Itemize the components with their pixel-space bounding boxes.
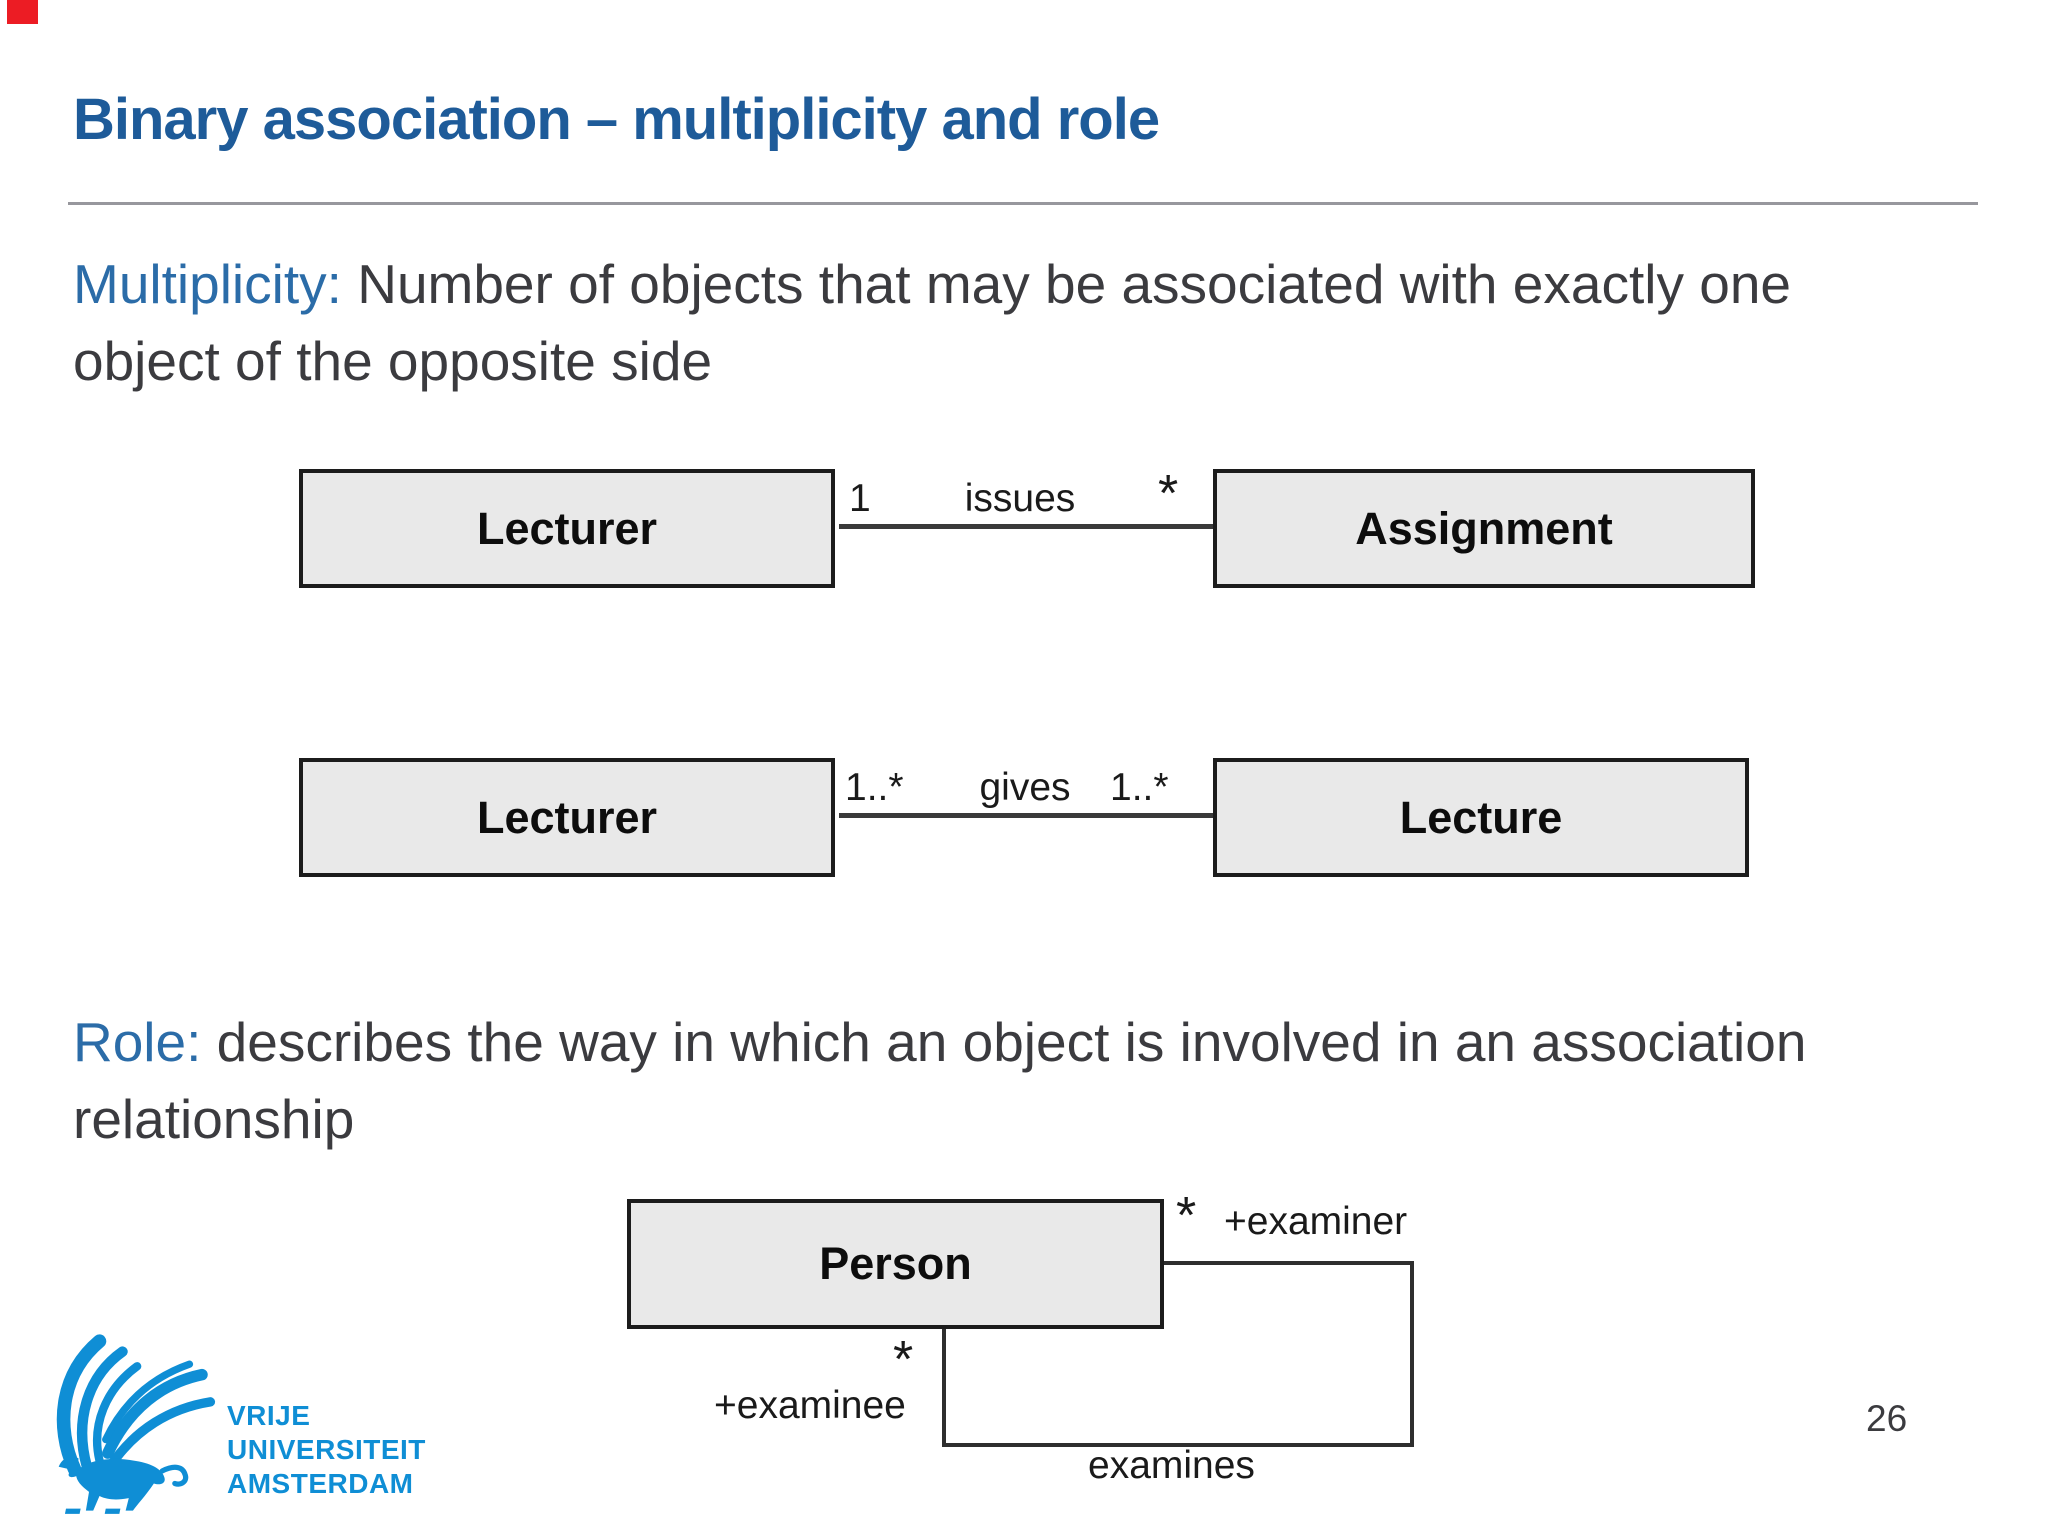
- multiplicity-right-issues: *: [1158, 465, 1179, 523]
- title-underline: [68, 202, 1978, 205]
- class-name-label: Lecturer: [476, 502, 658, 554]
- page-number: 26: [1866, 1398, 1908, 1439]
- association-label-gives: gives: [979, 766, 1071, 809]
- uml-class-lecturer-2: Lecturer: [299, 758, 835, 877]
- self-association-line-top: [1164, 1261, 1414, 1265]
- logo-line-2: UNIVERSITEIT: [227, 1434, 426, 1465]
- logo-line-3: AMSTERDAM: [227, 1468, 414, 1499]
- class-name-label: Assignment: [1355, 502, 1613, 554]
- self-association-line-right: [1410, 1261, 1414, 1447]
- class-name-label: Lecturer: [476, 791, 658, 843]
- self-association-line-bottom: [942, 1443, 1414, 1447]
- role-text: describes the way in which an object is …: [73, 1011, 1807, 1150]
- role-paragraph: Role: describes the way in which an obje…: [73, 1004, 1863, 1158]
- role-label-examiner: +examiner: [1224, 1200, 1408, 1243]
- multiplicity-examiner: *: [1176, 1187, 1197, 1245]
- uml-class-assignment: Assignment: [1213, 469, 1755, 588]
- vu-logo-wordmark: VRIJE UNIVERSITEIT AMSTERDAM: [227, 1399, 426, 1501]
- role-label-examinee: +examinee: [714, 1384, 906, 1427]
- logo-line-1: VRIJE: [227, 1400, 311, 1431]
- multiplicity-right-gives: 1..*: [1110, 766, 1169, 809]
- red-corner-mark: [7, 0, 38, 24]
- slide-title: Binary association – multiplicity and ro…: [73, 87, 1160, 152]
- vu-griffin-logo: [56, 1334, 216, 1514]
- multiplicity-lead: Multiplicity:: [73, 253, 342, 315]
- uml-class-lecturer-1: Lecturer: [299, 469, 835, 588]
- association-line-issues: [839, 524, 1213, 529]
- multiplicity-paragraph: Multiplicity: Number of objects that may…: [73, 246, 1863, 400]
- self-association-line-left: [942, 1329, 946, 1447]
- class-name-label: Person: [819, 1238, 972, 1289]
- role-lead: Role:: [73, 1011, 202, 1073]
- association-label-issues: issues: [964, 477, 1076, 520]
- association-line-gives: [839, 813, 1213, 818]
- uml-class-lecture: Lecture: [1213, 758, 1749, 877]
- multiplicity-left-gives: 1..*: [845, 766, 904, 809]
- multiplicity-left-issues: 1: [849, 477, 871, 520]
- association-label-examines: examines: [1088, 1444, 1255, 1487]
- uml-class-person: Person: [627, 1199, 1164, 1329]
- class-name-label: Lecture: [1399, 791, 1563, 843]
- multiplicity-examinee: *: [893, 1331, 914, 1389]
- multiplicity-text: Number of objects that may be associated…: [73, 253, 1792, 392]
